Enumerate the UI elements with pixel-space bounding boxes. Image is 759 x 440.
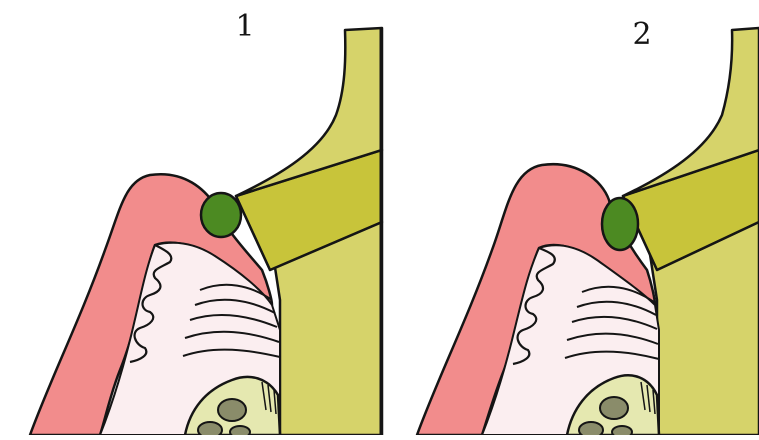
panel-1-label: 1 — [235, 9, 254, 44]
bone-marrow-2 — [198, 422, 222, 435]
calculus-deposit — [602, 198, 638, 250]
bone-marrow-1 — [218, 399, 246, 421]
bone-marrow-1 — [600, 397, 628, 419]
bone-marrow-2 — [579, 422, 603, 435]
bone-marrow-3 — [230, 426, 250, 435]
bone-marrow-3 — [612, 426, 632, 435]
panel-2-label: 2 — [632, 17, 651, 52]
calculus-deposit — [201, 193, 241, 237]
